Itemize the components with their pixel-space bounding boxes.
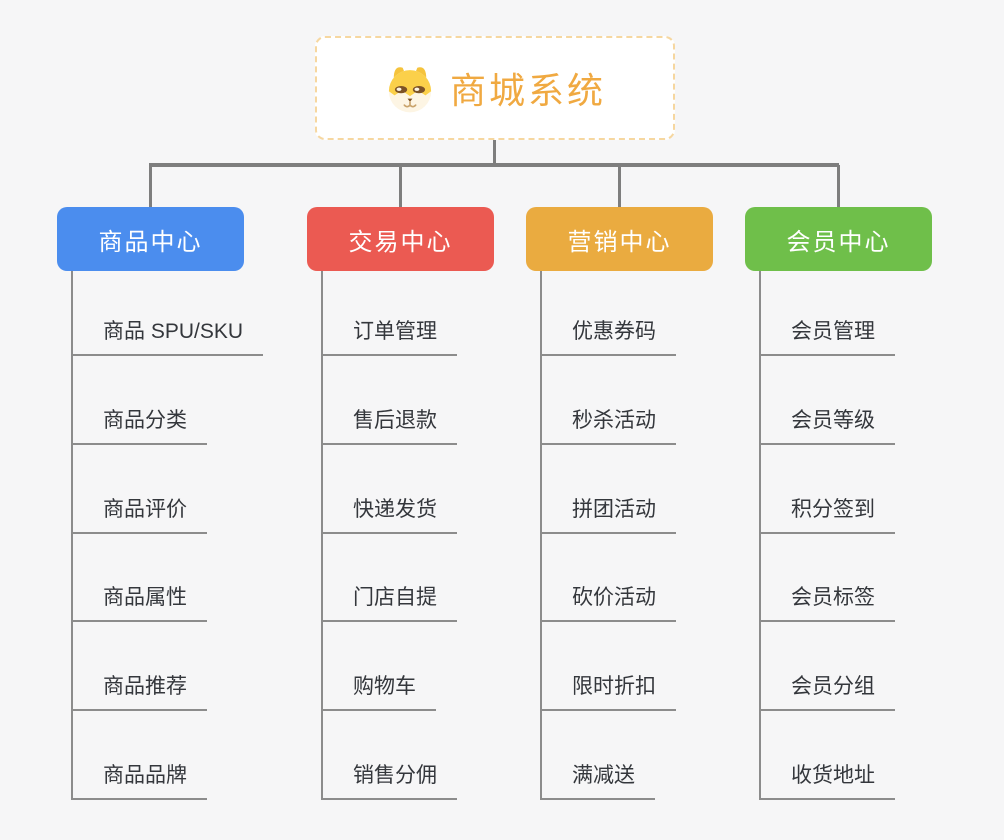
connector-drop-1 (149, 165, 152, 207)
branch-item-marketing-center-4[interactable]: 砍价活动 (540, 585, 676, 622)
branch-item-marketing-center-1[interactable]: 优惠券码 (540, 319, 676, 356)
branch-item-trade-center-2[interactable]: 售后退款 (321, 408, 457, 445)
branch-trunk-trade-center (321, 271, 323, 798)
branch-item-product-center-3[interactable]: 商品评价 (71, 497, 207, 534)
branch-item-member-center-4[interactable]: 会员标签 (759, 585, 895, 622)
branch-item-product-center-2[interactable]: 商品分类 (71, 408, 207, 445)
connector-root-drop (493, 140, 496, 165)
branch-item-marketing-center-3[interactable]: 拼团活动 (540, 497, 676, 534)
connector-horizontal (149, 163, 839, 167)
connector-drop-4 (837, 165, 840, 207)
branch-item-product-center-1[interactable]: 商品 SPU/SKU (71, 319, 264, 356)
branch-item-product-center-6[interactable]: 商品品牌 (71, 763, 207, 800)
root-title: 商城系统 (449, 70, 606, 111)
branch-item-marketing-center-5[interactable]: 限时折扣 (540, 674, 676, 711)
branch-item-marketing-center-6[interactable]: 满减送 (540, 763, 655, 800)
branch-trunk-member-center (759, 271, 761, 798)
branch-header-marketing-center[interactable]: 营销中心 (526, 207, 713, 271)
dog-icon (388, 67, 432, 113)
branch-item-member-center-6[interactable]: 收货地址 (759, 763, 895, 800)
connector-drop-2 (399, 165, 402, 207)
branch-item-member-center-1[interactable]: 会员管理 (759, 319, 895, 356)
branch-trunk-marketing-center (540, 271, 542, 798)
branch-item-trade-center-6[interactable]: 销售分佣 (321, 763, 457, 800)
branch-item-member-center-3[interactable]: 积分签到 (759, 497, 895, 534)
branch-item-trade-center-3[interactable]: 快递发货 (321, 497, 457, 534)
connector-drop-3 (618, 165, 621, 207)
branch-item-product-center-4[interactable]: 商品属性 (71, 585, 207, 622)
branch-header-product-center[interactable]: 商品中心 (57, 207, 244, 271)
branch-item-trade-center-1[interactable]: 订单管理 (321, 319, 457, 356)
branch-header-trade-center[interactable]: 交易中心 (307, 207, 494, 271)
root-node[interactable]: 商城系统 (315, 36, 675, 140)
branch-header-member-center[interactable]: 会员中心 (745, 207, 932, 271)
branch-item-trade-center-4[interactable]: 门店自提 (321, 585, 457, 622)
branch-trunk-product-center (71, 271, 73, 798)
branch-item-product-center-5[interactable]: 商品推荐 (71, 674, 207, 711)
branch-item-member-center-5[interactable]: 会员分组 (759, 674, 895, 711)
branch-item-trade-center-5[interactable]: 购物车 (321, 674, 436, 711)
branch-item-member-center-2[interactable]: 会员等级 (759, 408, 895, 445)
branch-item-marketing-center-2[interactable]: 秒杀活动 (540, 408, 676, 445)
